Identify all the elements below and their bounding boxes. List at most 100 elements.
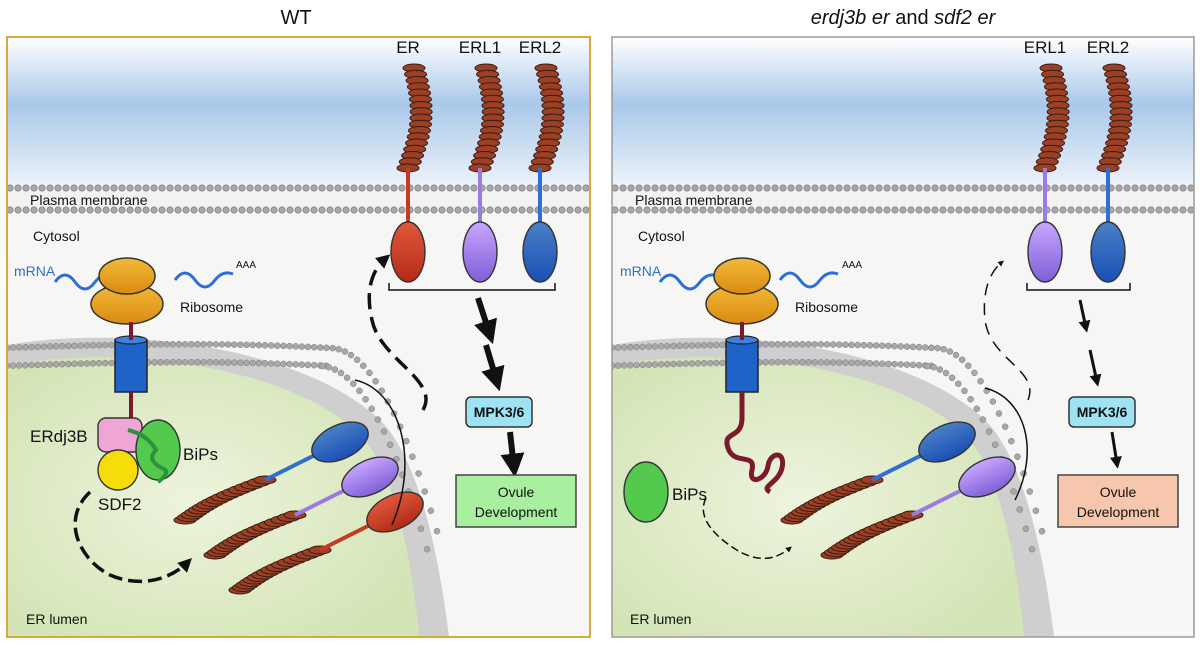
er-receptor-bracket [984, 387, 1028, 501]
er-lumen-label: ER lumen [26, 611, 87, 627]
erdj3b-protein [97, 417, 143, 453]
mutant-panel: Plasma membrane Cytosol ER lumen mRNA AA… [611, 36, 1195, 638]
lrr-domain [528, 63, 565, 173]
ribosome-label: Ribosome [180, 299, 243, 315]
lrr-domain [468, 63, 505, 173]
erdj3b-label: ERdj3B [30, 427, 88, 446]
mpk-box [465, 396, 533, 428]
er-receptor-er [228, 491, 424, 595]
er-receptors-folded [780, 387, 1028, 560]
mpk-box [1068, 396, 1136, 428]
lrr-domain [228, 545, 332, 595]
sdf2-protein [97, 449, 139, 491]
plasma-membrane-label: Plasma membrane [30, 192, 148, 208]
kinase-domain [522, 221, 558, 283]
signal-arrow-3 [500, 431, 525, 478]
kinase-domain [462, 221, 498, 283]
receptor-label: ERL2 [519, 38, 562, 57]
outcome-box [1057, 474, 1179, 528]
folding-peptide [127, 428, 169, 484]
mrna-label: mRNA [14, 263, 56, 279]
receptor-erl2: ERL2 [519, 38, 565, 283]
mpk-label: MPK3/6 [1077, 404, 1128, 420]
kinase-domain [311, 421, 369, 463]
receptor-label: ER [396, 38, 420, 57]
polya-label: AAA [842, 260, 862, 271]
receptor-er: ER [390, 38, 433, 283]
er-receptor-erl1 [820, 456, 1016, 560]
lrr-domain [203, 510, 307, 560]
receptor-bracket [1026, 283, 1131, 291]
signal-arrow-1 [474, 297, 497, 345]
translocon [725, 335, 759, 393]
kinase-domain [341, 456, 399, 498]
bips-protein [623, 461, 669, 523]
sdf2-label: SDF2 [98, 495, 141, 514]
plasma-membrane [612, 184, 1194, 214]
translocon [114, 335, 148, 393]
kinase-domain [1090, 221, 1126, 283]
mrna-strand-right [778, 271, 839, 289]
plasma-membrane-label: Plasma membrane [635, 192, 753, 208]
signal-arrow-2 [481, 344, 505, 392]
er-receptor-bracket [354, 379, 406, 526]
cytosol-label: Cytosol [638, 228, 685, 244]
receptor-erl1: ERL1 [459, 38, 505, 283]
er-receptor-erl2 [780, 421, 976, 525]
mrna-label: mRNA [620, 263, 662, 279]
lrr-domain [1096, 63, 1133, 173]
bips-label: BiPs [183, 445, 218, 464]
bips-label: BiPs [672, 485, 707, 504]
folding-path-arrow [702, 497, 792, 560]
receptor-bracket [388, 283, 556, 291]
signal-arrow-1 [1078, 299, 1091, 333]
mrna-strand-right [173, 271, 234, 289]
lrr-domain [820, 510, 924, 560]
ribosome [90, 257, 164, 325]
folding-path-arrow [73, 490, 192, 584]
trafficking-arrow [367, 254, 428, 411]
mrna-strand-left [658, 273, 719, 291]
plasma-membrane [7, 184, 590, 214]
plasma-membrane-receptors: ERL1 ERL2 [1024, 38, 1133, 283]
polya-label: AAA [236, 260, 256, 271]
receptor-label: ERL1 [459, 38, 502, 57]
receptor-label: ERL1 [1024, 38, 1067, 57]
plasma-membrane-receptors: ER ERL1 ERL2 [390, 38, 565, 283]
chaperone-complex [97, 417, 181, 491]
receptor-erl2: ERL2 [1087, 38, 1133, 283]
lrr-domain [780, 475, 884, 525]
lrr-domain [173, 475, 277, 525]
signal-arrow-2 [1088, 349, 1102, 387]
receptor-erl1: ERL1 [1024, 38, 1070, 283]
wt-panel-title: WT [280, 7, 311, 29]
er-lumen-label: ER lumen [630, 611, 691, 627]
kinase-domain [918, 421, 976, 463]
er-receptors-folded [173, 379, 424, 595]
misfolded-peptide [724, 392, 786, 495]
mutant-panel-frame [611, 36, 1195, 638]
kinase-domain [1027, 221, 1063, 283]
kinase-domain [390, 221, 426, 283]
ribosome [705, 257, 779, 325]
ribosome-label: Ribosome [795, 299, 858, 315]
er-receptor-erl2 [173, 421, 369, 525]
mpk-label: MPK3/6 [474, 404, 525, 420]
wt-panel: Plasma membrane Cytosol ER lumen mRNA AA… [6, 36, 591, 638]
trafficking-arrow [983, 260, 1031, 401]
er-receptor-erl1 [203, 456, 399, 560]
kinase-domain [958, 456, 1016, 498]
extracellular-space [612, 37, 1194, 187]
receptor-label: ERL2 [1087, 38, 1130, 57]
signal-arrow-3 [1109, 431, 1122, 469]
lrr-domain [1033, 63, 1070, 173]
wt-panel-frame [6, 36, 591, 638]
outcome-box [455, 474, 577, 528]
cytosol-label: Cytosol [33, 228, 80, 244]
kinase-domain [366, 491, 424, 533]
mutant-panel-title: erdj3b er and sdf2 er [811, 7, 997, 29]
